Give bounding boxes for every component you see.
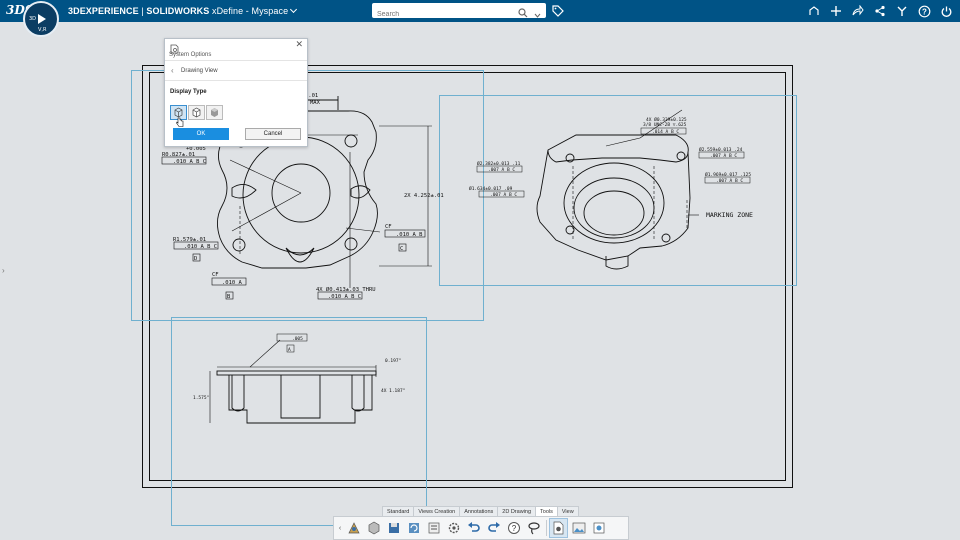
svg-text:0.197": 0.197" [385,358,401,364]
section-view-annotations: .005 A 0.197" 1.575" 4X 1.187" [193,333,405,401]
power-icon[interactable] [938,3,954,19]
tab-view[interactable]: View [556,506,579,517]
svg-text:R0.827±.01: R0.827±.01 [162,152,195,158]
chevron-left-icon[interactable]: ‹ [338,524,342,532]
dialog-breadcrumb: ‹ Drawing View [165,61,307,81]
breadcrumb-label: Drawing View [181,68,218,74]
command-toolbar: ‹ ? [333,516,629,540]
cancel-button[interactable]: Cancel [245,128,301,140]
tag-icon[interactable] [552,4,564,22]
svg-text:.010 A B C: .010 A B C [173,159,206,165]
svg-text:CF: CF [212,272,219,278]
svg-text:.010 A B C: .010 A B C [328,294,361,300]
svg-text:2X 4.252±.01: 2X 4.252±.01 [404,193,444,199]
svg-text:MARKING ZONE: MARKING ZONE [706,211,753,219]
image-icon[interactable] [569,518,588,538]
document-icon [170,41,179,59]
save-icon[interactable] [384,518,403,538]
top-view-annotations: 0.01 MAX +0.005 R0.827±.01 .010 A B C R1… [161,93,444,300]
dialog-header: ✕ System Options [165,39,307,61]
shaded-icon[interactable] [206,105,223,120]
svg-text:MAX: MAX [310,100,321,106]
system-options-dialog: ✕ System Options ‹ Drawing View Display … [164,38,308,147]
back-icon[interactable]: ‹ [171,66,174,75]
hand-cursor-icon [176,114,184,132]
lasso-icon[interactable] [524,518,543,538]
svg-text:.007 A B C: .007 A B C [490,192,517,198]
svg-text:D: D [194,256,197,262]
section-view [209,339,377,424]
svg-text:0.01: 0.01 [305,93,318,99]
svg-text:Ø2.559±0.013 .24: Ø2.559±0.013 .24 [699,146,743,153]
svg-text:.007 A B C: .007 A B C [710,153,737,159]
svg-text:1.575": 1.575" [193,395,209,401]
svg-text:Ø1.969±0.017 .125: Ø1.969±0.017 .125 [705,171,751,178]
compass-widget[interactable]: 3D V,R [23,1,59,37]
drawing-sheet-inner-border [149,72,786,481]
top-bar: 3DS 3DEXPERIENCE | SOLIDWORKS xDefine - … [0,0,960,22]
layers-icon[interactable] [589,518,608,538]
forward-icon[interactable] [850,3,866,19]
search-box [372,3,546,22]
add-icon[interactable] [828,3,844,19]
app-title[interactable]: 3DEXPERIENCE | SOLIDWORKS xDefine - Mysp… [68,5,298,16]
properties-icon[interactable] [424,518,443,538]
options-icon[interactable] [444,518,463,538]
redo-icon[interactable] [484,518,503,538]
svg-text:+0.005: +0.005 [186,146,206,152]
search-icon[interactable] [518,5,528,23]
svg-text:A: A [288,347,291,353]
svg-text:?: ? [922,7,927,16]
svg-text:.007 A B C: .007 A B C [716,178,743,184]
svg-text:B: B [227,294,231,300]
tools-icon[interactable] [894,3,910,19]
help-icon[interactable]: ? [916,3,932,19]
svg-text:.010 A: .010 A [222,280,243,286]
view-frame-iso[interactable] [439,95,797,286]
network-icon[interactable] [872,3,888,19]
chevron-down-icon[interactable] [534,6,541,24]
view-frame-section[interactable] [171,317,427,526]
svg-text:3/8 UNC-2B ▽.625: 3/8 UNC-2B ▽.625 [643,122,687,128]
svg-text:R1.579±.01: R1.579±.01 [173,237,206,243]
search-input[interactable] [372,7,508,22]
svg-text:.014 A B C: .014 A B C [652,129,679,135]
section-heading: Display Type [170,89,207,95]
svg-text:4X Ø0.339±0.125: 4X Ø0.339±0.125 [646,116,687,123]
drawing-view-icon[interactable] [549,518,568,538]
svg-text:4X Ø0.413±.03 THRU: 4X Ø0.413±.03 THRU [316,286,376,293]
display-type-buttons [170,105,223,120]
svg-text:.007 A B C: .007 A B C [488,167,515,173]
hidden-lines-removed-icon[interactable] [188,105,205,120]
panel-expand-icon[interactable]: › [2,266,5,275]
share-icon[interactable] [806,3,822,19]
svg-text:4X 1.187": 4X 1.187" [381,388,405,394]
svg-text:.010 A B C: .010 A B C [184,244,217,250]
toolbar-tabs: Standard Views Creation Annotations 2D D… [382,506,579,517]
close-icon[interactable]: ✕ [295,39,303,49]
smart-dimension-icon[interactable] [344,518,363,538]
rebuild-icon[interactable] [404,518,423,538]
svg-text:Ø2.382±0.013 .11: Ø2.382±0.013 .11 [477,160,521,167]
drawing-sheet-border [142,65,793,488]
undo-icon[interactable] [464,518,483,538]
ok-button[interactable]: OK [173,128,229,140]
svg-text:?: ? [511,524,516,533]
svg-text:.010 A B: .010 A B [396,232,423,238]
play-icon [38,14,46,24]
svg-text:.005: .005 [292,336,303,342]
svg-text:CF: CF [385,224,392,230]
iso-view-annotations: 4X Ø0.339±0.125 3/8 UNC-2B ▽.625 .014 A … [469,116,753,219]
part-icon[interactable] [364,518,383,538]
dialog-title: System Options [169,52,212,58]
svg-text:Ø1.634±0.017 .09: Ø1.634±0.017 .09 [469,185,513,192]
iso-view [536,109,699,270]
help-icon[interactable]: ? [504,518,523,538]
svg-text:C: C [400,246,403,252]
